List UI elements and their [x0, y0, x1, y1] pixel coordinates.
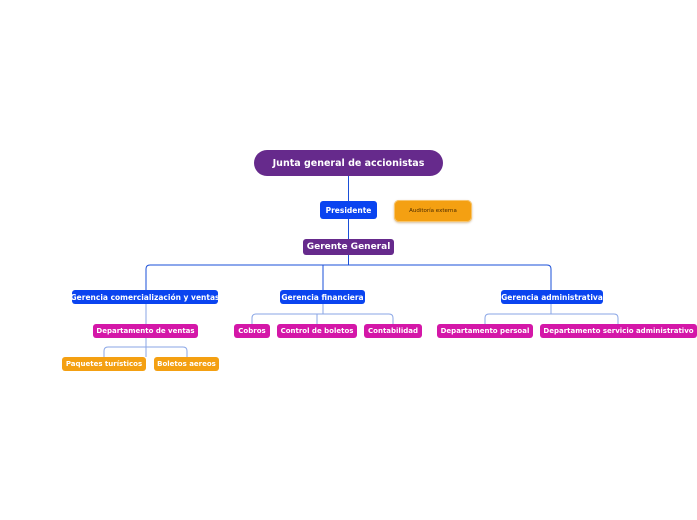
- departamento-ventas-node[interactable]: Departamento de ventas: [93, 324, 198, 338]
- departamento-servicio-administrativo-label: Departamento servicio administrativo: [543, 327, 694, 335]
- paquetes-turisticos-node[interactable]: Paquetes turísticos: [62, 357, 146, 371]
- gerencia-financiera-label: Gerencia financiera: [281, 292, 364, 302]
- gerente-general-node[interactable]: Gerente General: [303, 239, 394, 255]
- presidente-label: Presidente: [325, 205, 372, 215]
- boletos-aereos-label: Boletos aereos: [157, 360, 216, 368]
- departamento-ventas-label: Departamento de ventas: [96, 327, 195, 335]
- cobros-node[interactable]: Cobros: [234, 324, 270, 338]
- presidente-node[interactable]: Presidente: [320, 201, 377, 219]
- auditoria-node[interactable]: Auditoría externa: [394, 200, 472, 222]
- control-boletos-label: Control de boletos: [280, 327, 354, 335]
- departamento-servicio-administrativo-node[interactable]: Departamento servicio administrativo: [540, 324, 697, 338]
- contabilidad-node[interactable]: Contabilidad: [364, 324, 422, 338]
- cobros-label: Cobros: [238, 327, 266, 335]
- auditoria-label: Auditoría externa: [409, 208, 457, 214]
- departamento-persoal-node[interactable]: Departamento persoal: [437, 324, 533, 338]
- root-node[interactable]: Junta general de accionistas: [254, 150, 443, 176]
- gerente-general-label: Gerente General: [306, 242, 391, 252]
- connector-administrativa-deptos: [484, 304, 619, 324]
- connector-ventas-productos: [103, 337, 188, 357]
- paquetes-turisticos-label: Paquetes turísticos: [65, 360, 143, 368]
- gerencia-administrativa-label: Gerencia administrativa: [501, 292, 603, 302]
- control-boletos-node[interactable]: Control de boletos: [277, 324, 357, 338]
- root-label: Junta general de accionistas: [272, 157, 425, 169]
- gerencia-comercial-label: Gerencia comercialización y ventas: [70, 292, 220, 302]
- departamento-persoal-label: Departamento persoal: [440, 327, 530, 335]
- connector-financiera-deptos: [251, 304, 394, 324]
- connector-gerente-gerencias: [145, 255, 552, 291]
- contabilidad-label: Contabilidad: [368, 327, 418, 335]
- gerencia-comercial-node[interactable]: Gerencia comercialización y ventas: [70, 290, 220, 304]
- gerencia-financiera-node[interactable]: Gerencia financiera: [280, 290, 365, 304]
- gerencia-administrativa-node[interactable]: Gerencia administrativa: [501, 290, 603, 304]
- boletos-aereos-node[interactable]: Boletos aereos: [154, 357, 219, 371]
